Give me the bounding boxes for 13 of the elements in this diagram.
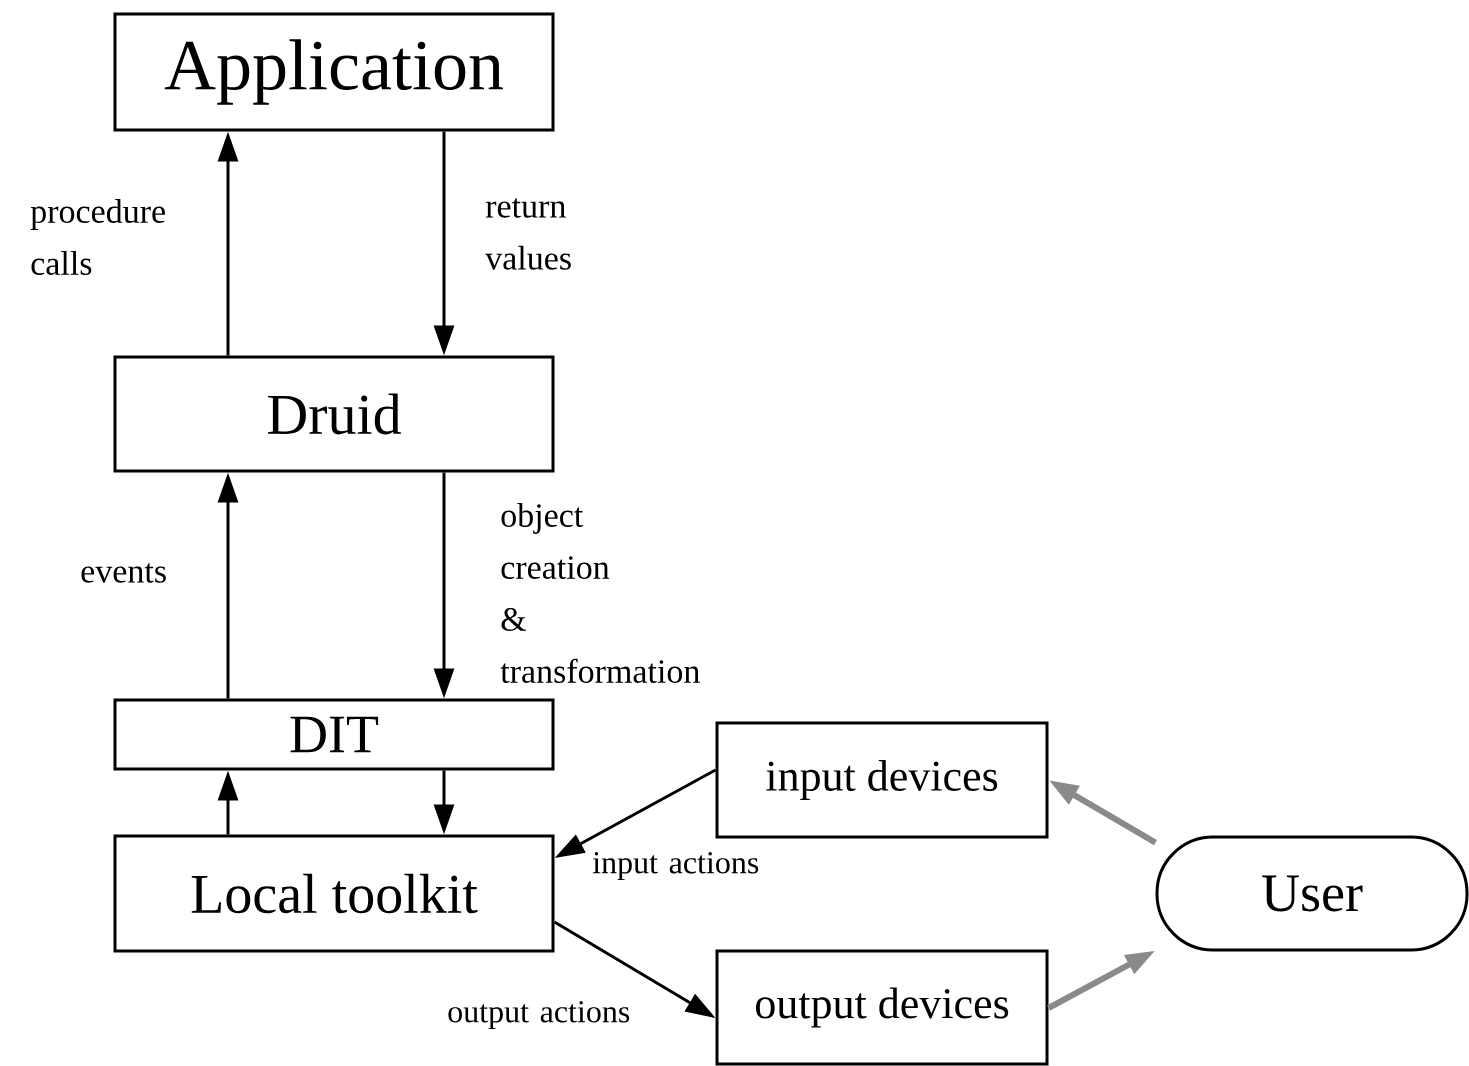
edge-label: object creation & transformation	[500, 503, 700, 683]
process-box: output devices	[715, 949, 1049, 1066]
edge-label: output actions	[448, 1001, 630, 1029]
process-box: Application	[113, 12, 555, 132]
process-box: input devices	[715, 721, 1049, 839]
process-box: DIT	[113, 698, 555, 771]
edge-label: input actions	[592, 852, 759, 880]
edge-label: events	[81, 563, 166, 583]
user-terminal: User	[1155, 835, 1469, 952]
process-box: Druid	[113, 355, 555, 473]
process-box: Local toolkit	[113, 834, 555, 953]
edge-label: procedure calls	[30, 199, 165, 275]
edge-label: return values	[485, 198, 571, 270]
